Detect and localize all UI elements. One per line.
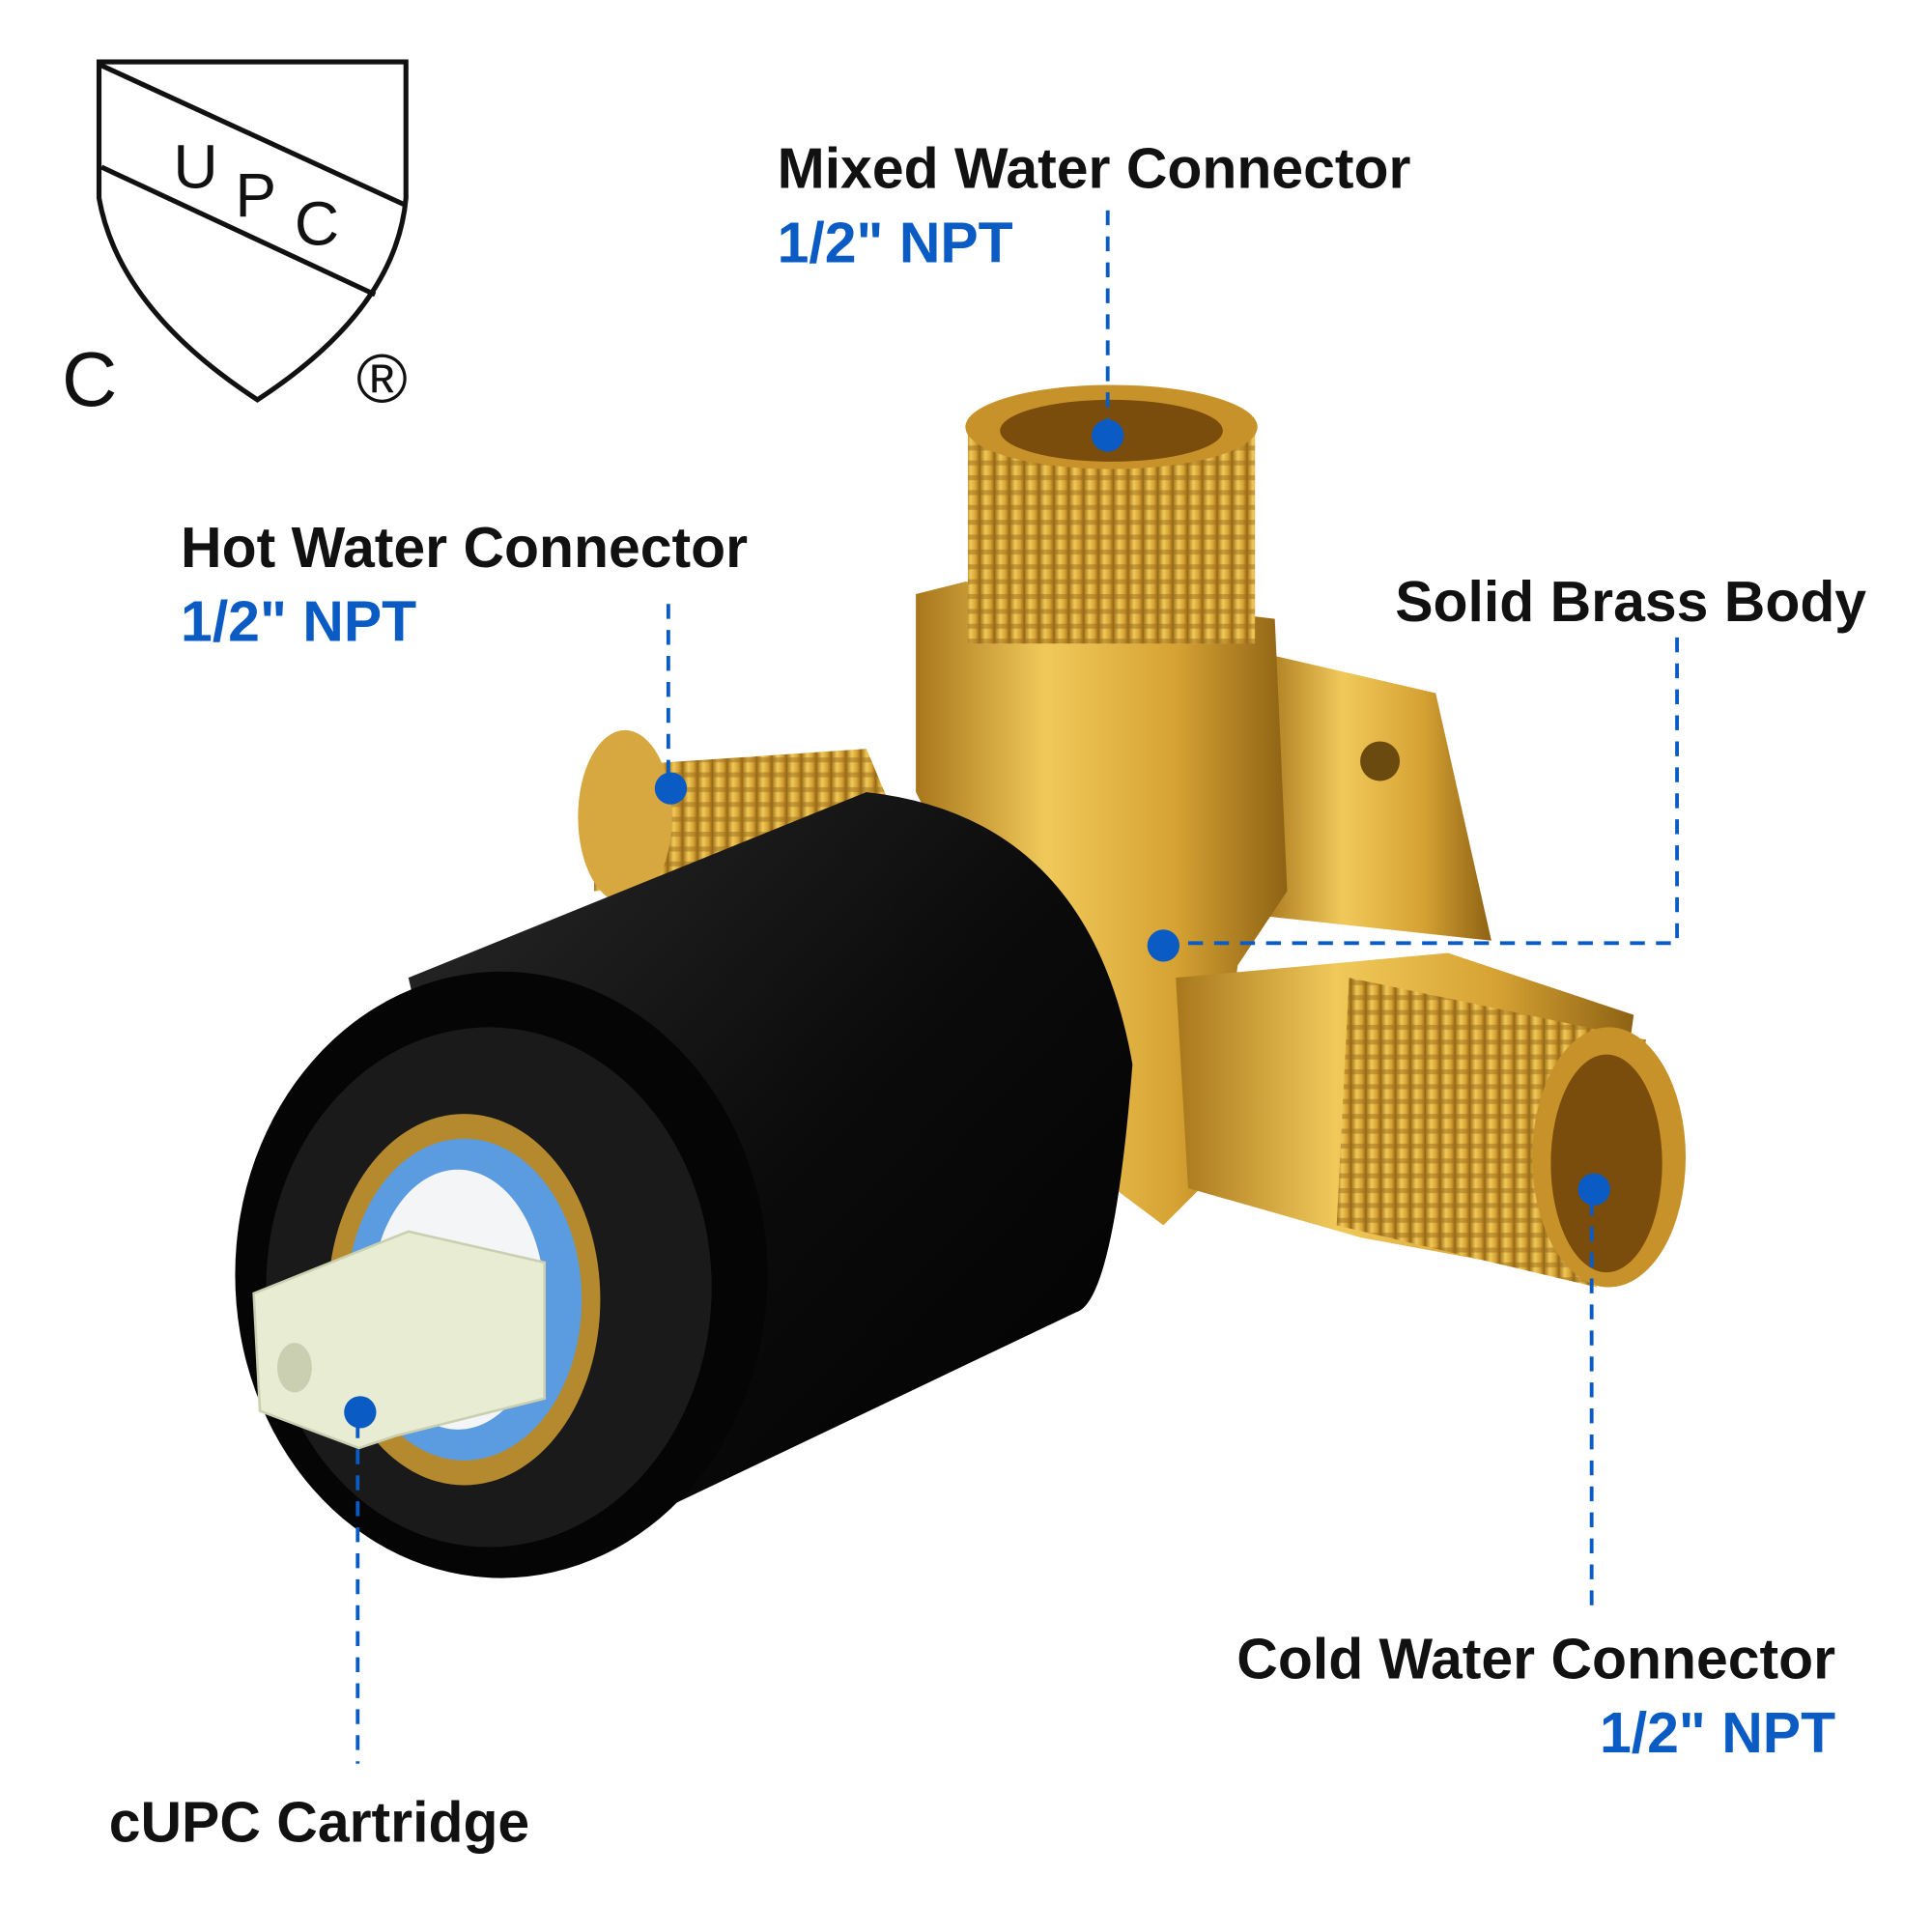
mixed-connector-spec: 1/2" NPT [778, 213, 1013, 275]
cartridge-title: cUPC Cartridge [109, 1791, 529, 1854]
logo-letter-c: C [295, 189, 339, 259]
cold-connector-title: Cold Water Connector [1236, 1628, 1835, 1690]
cartridge-stem [252, 1230, 547, 1450]
mixed-connector-title: Mixed Water Connector [778, 138, 1411, 201]
logo-c-mark: C [62, 336, 117, 422]
mixed-marker-dot [1092, 419, 1124, 452]
cold-marker-dot [1577, 1173, 1610, 1206]
body-marker-dot [1147, 929, 1180, 962]
hot-connector-spec: 1/2" NPT [181, 591, 416, 654]
registered-mark: ® [356, 340, 408, 417]
brass-body-title: Solid Brass Body [1395, 571, 1866, 634]
hot-marker-dot [654, 772, 688, 805]
logo-letter-u: U [173, 132, 217, 202]
cold-connector-spec: 1/2" NPT [1600, 1702, 1835, 1765]
valve-illustration [235, 384, 1687, 1578]
callout-leaders [344, 210, 1679, 1764]
logo-letter-p: P [235, 160, 276, 230]
hot-connector-title: Hot Water Connector [181, 517, 748, 580]
upc-logo: U P C C ® [62, 59, 409, 422]
cartridge-marker-dot [344, 1396, 377, 1429]
